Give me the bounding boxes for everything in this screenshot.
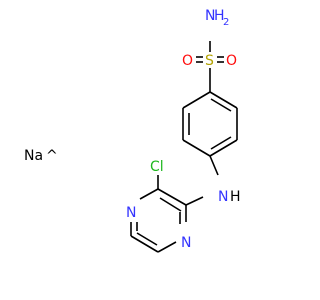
atom-amine-n: N [218, 189, 228, 205]
atom-sulfur: S [205, 53, 214, 69]
bond-pyrazine-c5-c6 [130, 235, 159, 253]
atom-chlorine: Cl [150, 159, 164, 175]
bond-pyrazine-c3-n4 [139, 188, 159, 200]
bond-nh-c2 [185, 196, 204, 206]
atom-oxygen-right: O [226, 53, 237, 69]
bond-benzene-4 [182, 139, 211, 157]
atom-pyrazine-n-top: N [126, 205, 136, 221]
sodium-label: Na [24, 148, 43, 164]
atom-oxygen-left: O [182, 53, 193, 69]
atom-pyrazine-n-bottom: N [181, 235, 191, 251]
atom-label-layer: N H 2 S O O Cl N H N N [126, 8, 241, 251]
atom-sulfonamide-h-subscript: 2 [223, 17, 229, 28]
atom-sulfonamide-n: N [205, 8, 215, 24]
bond-layer [130, 41, 238, 253]
bond-pyrazine-inner-c2-c3 [159, 197, 182, 212]
bond-c4-nh [209, 155, 219, 176]
counterion: Na ^ [24, 148, 58, 164]
bond-benzene-inner-1 [210, 98, 232, 112]
bond-benzene-inner-2 [210, 136, 232, 150]
bond-pyrazine-c2-c3 [157, 188, 187, 206]
bond-benzene-1 [209, 91, 238, 109]
atom-sulfonamide-h: H [214, 8, 225, 24]
structure-diagram: N H 2 S O O Cl N H N N Na ^ [24, 8, 241, 253]
bond-pyrazine-inner-c5-c6 [136, 232, 158, 246]
bond-benzene-6 [182, 91, 211, 109]
bond-benzene-3 [209, 139, 238, 157]
radical-mark: ^ [46, 148, 58, 164]
bond-pyrazine-c6-n1 [157, 241, 177, 253]
atom-amine-h: H [230, 189, 241, 205]
